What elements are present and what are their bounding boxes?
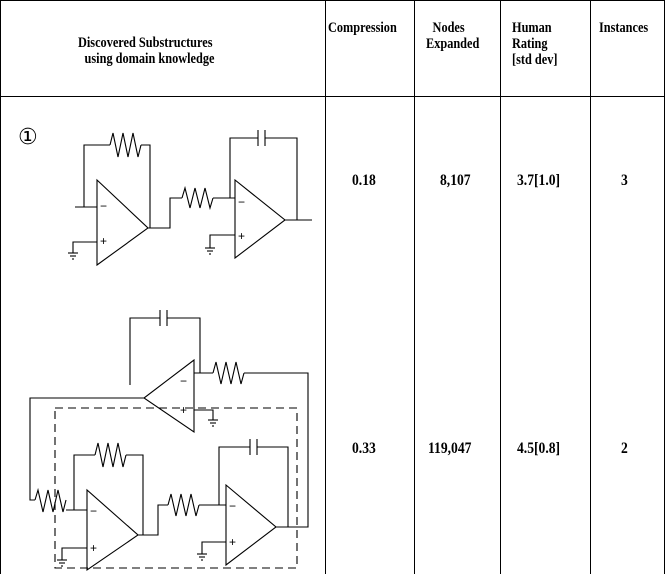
column-divider: [500, 0, 501, 574]
row2-instances: 2: [621, 440, 628, 457]
resistor-icon: [94, 442, 127, 468]
svg-text:+: +: [180, 403, 187, 417]
resistor-icon: [212, 361, 245, 385]
header-substructures-line2: using domain knowledge: [84, 51, 215, 67]
table-border-left: [0, 0, 1, 574]
header-rating-line1: Human: [512, 20, 552, 36]
header-nodes-expanded: Nodes Expanded: [426, 20, 479, 52]
header-human-rating: Human Rating [std dev]: [512, 20, 557, 68]
op-amp-2: [234, 178, 286, 260]
row2-nodes-expanded: 119,047: [428, 440, 472, 457]
header-instances: Instances: [599, 20, 649, 36]
resistor-icon: [34, 487, 67, 513]
resistor-icon: [109, 132, 142, 158]
resistor-icon: [181, 185, 214, 211]
op-amp-1: [96, 178, 149, 267]
column-divider: [590, 0, 591, 574]
header-divider: [0, 96, 665, 97]
svg-text:+: +: [100, 234, 107, 248]
row1-instances: 3: [621, 172, 628, 189]
header-nodes-line2: Expanded: [426, 36, 480, 52]
row2-compression: 0.33: [352, 440, 376, 457]
svg-text:+: +: [229, 535, 236, 549]
table-border-top: [0, 0, 665, 1]
header-rating-line2: Rating: [512, 36, 548, 52]
row1-compression: 0.18: [352, 172, 376, 189]
resistor-icon: [167, 493, 200, 517]
svg-text:+: +: [90, 541, 97, 555]
svg-text:−: −: [100, 199, 107, 213]
svg-text:−: −: [180, 374, 187, 388]
dashed-substructure-box: [54, 407, 298, 569]
header-substructures: Discovered Substructures using domain kn…: [78, 35, 275, 67]
header-rating-line3: [std dev]: [512, 52, 558, 68]
row1-label-circled-one: ①: [18, 125, 38, 150]
row1-nodes-expanded: 8,107: [440, 172, 471, 189]
row1-human-rating: 3.7[1.0]: [517, 172, 561, 189]
svg-text:−: −: [229, 499, 236, 513]
header-substructures-line1: Discovered Substructures: [78, 35, 213, 51]
svg-text:+: +: [238, 229, 245, 243]
svg-text:−: −: [90, 504, 97, 518]
op-amp-top: [143, 358, 195, 434]
row2-human-rating: 4.5[0.8]: [517, 440, 561, 457]
op-amp-4: [225, 483, 277, 567]
column-divider: [325, 0, 326, 574]
svg-text:−: −: [238, 195, 245, 209]
op-amp-3: [86, 488, 139, 572]
column-divider: [414, 0, 415, 574]
circuit-diagram-2: − + − + − +: [29, 310, 309, 572]
header-nodes-line1: Nodes: [432, 20, 465, 36]
header-compression: Compression: [328, 20, 397, 36]
circuit-diagram-1: − + − +: [68, 130, 312, 267]
